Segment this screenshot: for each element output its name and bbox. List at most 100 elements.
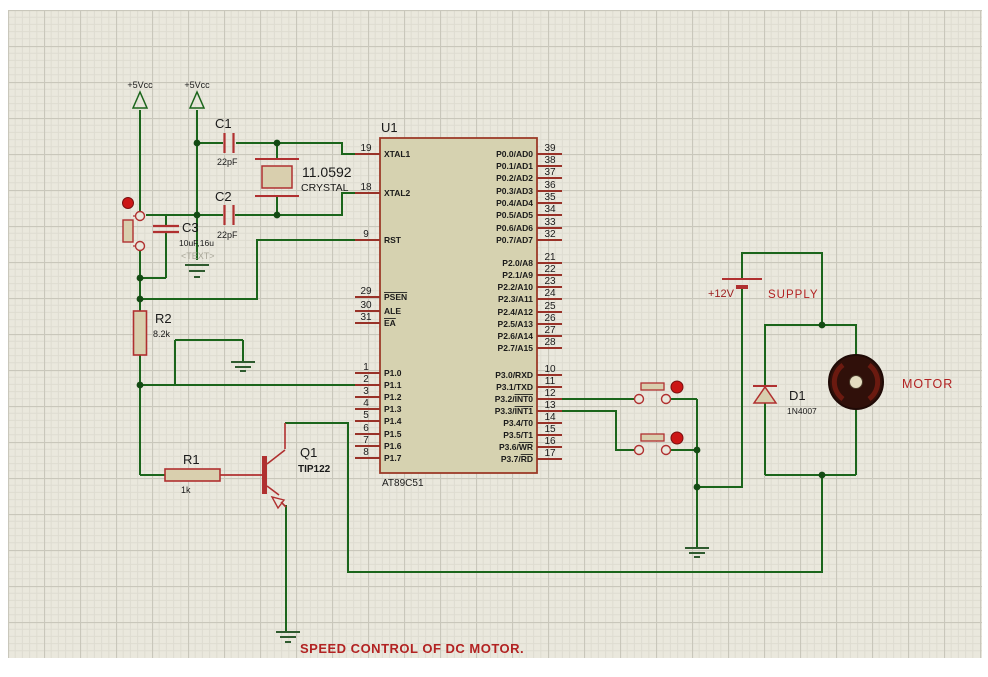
wire-segment [562, 410, 697, 451]
chip-pin-name: ALE [384, 306, 401, 316]
wire-segment [285, 422, 823, 573]
button-actuator-dot[interactable] [122, 197, 134, 209]
battery-12v[interactable] [722, 278, 762, 289]
wire-segment [139, 385, 165, 476]
vcc-arrow-icon [131, 90, 149, 109]
chip-pin-name: XTAL1 [384, 149, 411, 159]
wire-segment [822, 324, 857, 476]
switch-actuator-dot[interactable] [670, 431, 684, 445]
chip-pin-name: P2.6/A14 [498, 331, 534, 341]
chip-pin-name: P1.3 [384, 404, 402, 414]
crystal-x1[interactable] [255, 158, 299, 197]
capacitor-plates [223, 133, 235, 153]
c2-ref: C2 [215, 189, 232, 204]
chip-pin-name: P0.4/AD4 [496, 198, 533, 208]
chip-pin-number: 35 [544, 192, 556, 203]
chip-pin-number: 31 [360, 312, 372, 323]
chip-pin-number: 25 [544, 301, 556, 312]
chip-pin-name: P1.0 [384, 368, 402, 378]
chip-pin-number: 33 [544, 217, 556, 228]
wire-segment [696, 288, 743, 548]
chip-pin-number: 8 [363, 447, 369, 458]
crystal-body [261, 165, 293, 189]
chip-pin-number: 32 [544, 229, 556, 240]
vcc-right-label: +5Vcc [184, 80, 210, 90]
junction-dot [136, 295, 144, 303]
wire-segment [235, 192, 355, 216]
chip-pin-number: 28 [544, 337, 556, 348]
chip-pin-name: P3.5/T1 [503, 430, 533, 440]
chip-pin-number: 12 [544, 388, 556, 399]
capacitor-c1[interactable] [223, 133, 235, 153]
motor-brush [867, 362, 881, 402]
chip-pin-name: P3.6/WR [499, 442, 533, 452]
d1-ref: D1 [789, 388, 806, 403]
chip-pin-number: 7 [363, 435, 369, 446]
junction-dot [136, 274, 144, 282]
chip-pin-number: 3 [363, 386, 369, 397]
switch-terminal [633, 393, 645, 405]
chip-pin-number: 29 [360, 286, 372, 297]
junction-dot [193, 139, 201, 147]
junction-dot [273, 139, 281, 147]
diode-d1[interactable] [752, 385, 778, 404]
junction-dot [818, 471, 826, 479]
d1-value: 1N4007 [787, 406, 817, 416]
chip-pin-number: 6 [363, 423, 369, 434]
resistor-r1[interactable] [164, 468, 221, 482]
q1-value: TIP122 [298, 464, 331, 475]
schematic-title: SPEED CONTROL OF DC MOTOR. [300, 641, 524, 656]
chip-pin-name: P2.1/A9 [502, 270, 533, 280]
vcc-arrow-icon [188, 90, 206, 109]
emitter-arrow-icon [270, 495, 286, 510]
chip-pin-name: P2.7/A15 [498, 343, 534, 353]
capacitor-c3[interactable] [153, 224, 179, 234]
chip-pin-name: P2.2/A10 [498, 282, 534, 292]
switch-actuator-dot[interactable] [670, 380, 684, 394]
chip-pin-name: P3.0/RXD [495, 370, 533, 380]
switch-body [640, 382, 665, 391]
capacitor-plates [223, 205, 235, 225]
junction-dot [193, 211, 201, 219]
resistor-body [132, 310, 148, 356]
wire-segment [236, 142, 355, 155]
ground-icon [231, 361, 255, 372]
chip-pin-name: P0.1/AD1 [496, 161, 533, 171]
chip-pin-name: P1.4 [384, 416, 402, 426]
dc-motor[interactable] [828, 354, 884, 410]
chip-pin-name: P1.1 [384, 380, 402, 390]
switch-2[interactable] [633, 431, 684, 456]
chip-pin-name: P2.3/A11 [498, 294, 533, 304]
transistor-q1[interactable] [220, 423, 287, 510]
u1-ref: U1 [381, 120, 398, 135]
emitter-stub [280, 501, 287, 508]
chip-pin-name: P2.0/A8 [502, 258, 533, 268]
q1-ref: Q1 [300, 445, 317, 460]
capacitor-c2[interactable] [223, 205, 235, 225]
chip-pin-name: P0.0/AD0 [496, 149, 533, 159]
crystal-label: CRYSTAL [301, 182, 349, 194]
u1-part: AT89C51 [382, 478, 424, 489]
button-terminal [134, 210, 146, 222]
chip-pin-name: P0.2/AD2 [496, 173, 533, 183]
chip-pin-name: P0.5/AD5 [496, 210, 533, 220]
resistor-r2[interactable] [132, 310, 148, 356]
chip-pin-number: 13 [544, 400, 556, 411]
vcc-left-label: +5Vcc [127, 80, 153, 90]
chip-pin-number: 21 [544, 252, 556, 263]
chip-pin-number: 23 [544, 276, 556, 287]
c3-value: 10uF,16u [179, 238, 214, 248]
chip-pin-name: P3.4/T0 [503, 418, 533, 428]
reset-button[interactable] [122, 197, 146, 252]
chip-pin-name: PSEN [384, 292, 407, 302]
mcu-u1[interactable] [379, 137, 538, 474]
collector-wire [266, 423, 286, 465]
chip-pin-number: 34 [544, 204, 556, 215]
switch-1[interactable] [633, 380, 684, 405]
junction-dots [136, 139, 826, 491]
chip-pin-name: P0.6/AD6 [496, 223, 533, 233]
chip-pin-number: 14 [544, 412, 556, 423]
button-link [133, 215, 135, 247]
chip-pin-name: RST [384, 235, 402, 245]
chip-pin-name: P0.3/AD3 [496, 186, 533, 196]
